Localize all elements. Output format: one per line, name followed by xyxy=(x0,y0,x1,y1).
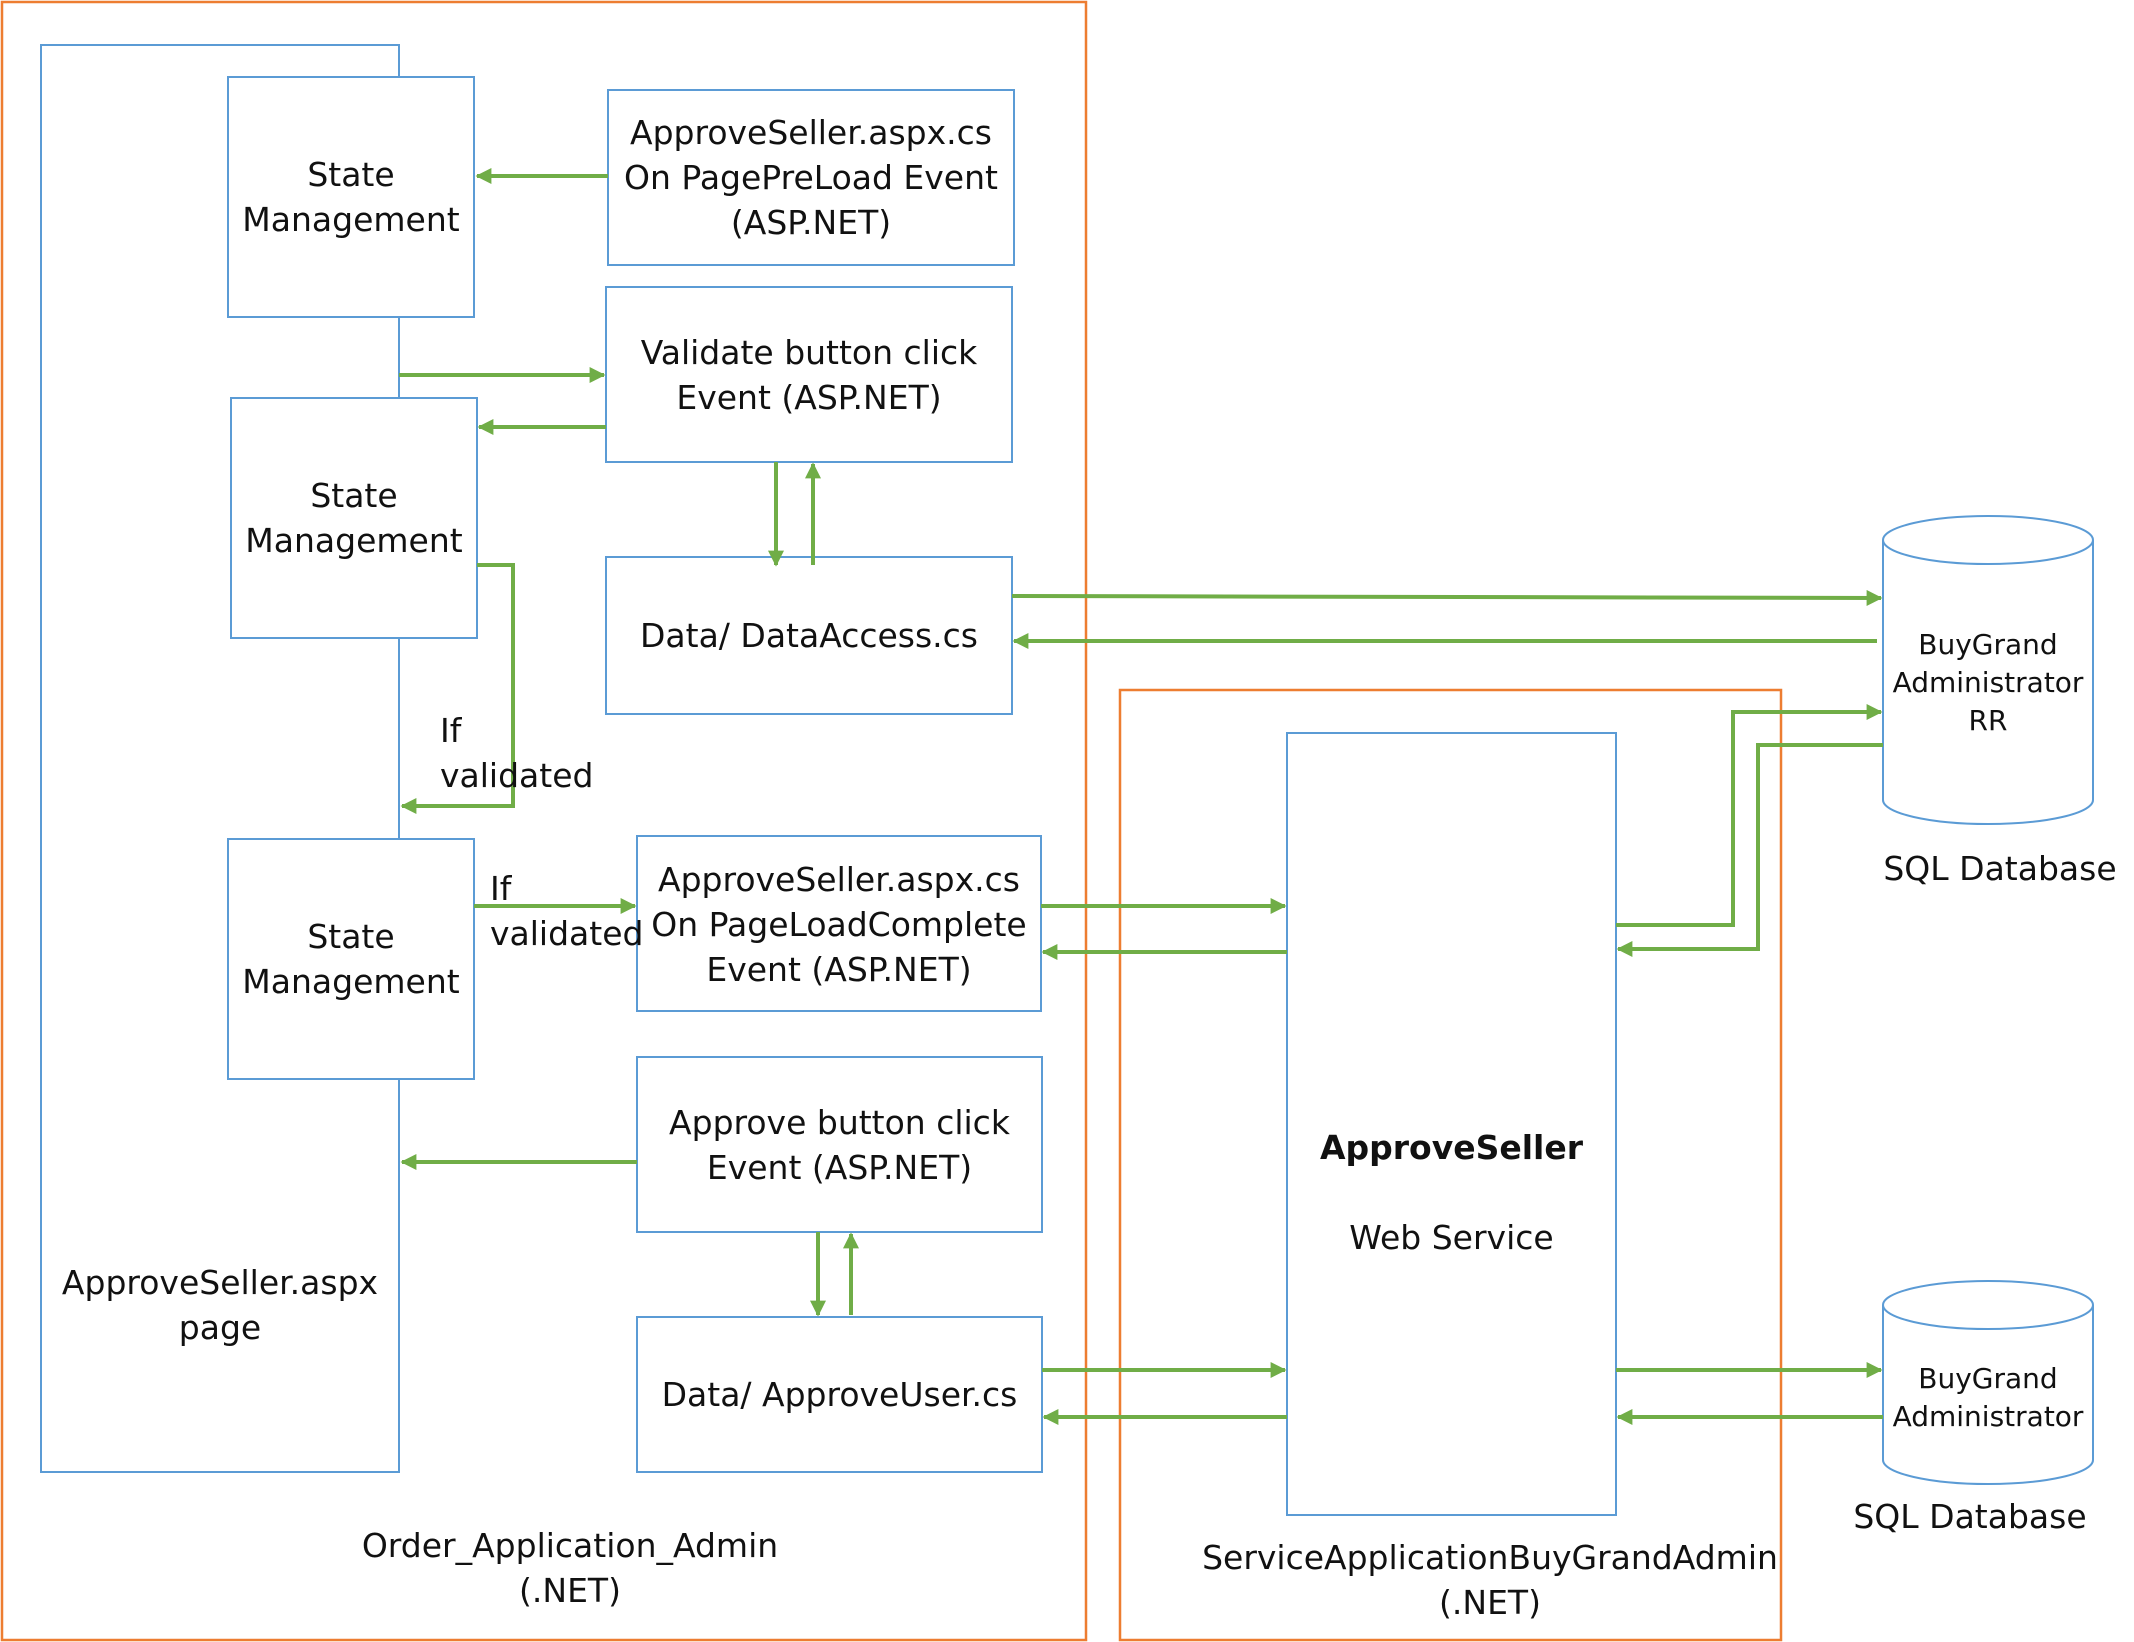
state-management-box-2 xyxy=(230,397,478,639)
state-management-label-1: State Management xyxy=(242,155,460,239)
web-service-subtitle: Web Service xyxy=(1349,1218,1554,1257)
service-app-label: ServiceApplicationBuyGrandAdmin (.NET) xyxy=(1202,1538,1778,1622)
service-app-container xyxy=(1118,688,1783,1642)
state-management-box-1 xyxy=(227,76,475,318)
approve-user-label: Data/ ApproveUser.cs xyxy=(661,1375,1018,1414)
preload-event-box xyxy=(607,89,1015,266)
load-complete-box xyxy=(636,835,1042,1012)
db-rr-caption: SQL Database xyxy=(1883,849,2117,888)
validate-click-label: Validate button click Event (ASP.NET) xyxy=(640,333,978,417)
validate-click-box xyxy=(605,286,1013,463)
order-app-container xyxy=(0,0,1088,1642)
state-management-box-3 xyxy=(227,838,475,1080)
arrow-dataaccess-to-db-rr xyxy=(1011,589,1883,606)
db-admin-caption: SQL Database xyxy=(1853,1497,2087,1536)
approve-user-box xyxy=(636,1316,1043,1473)
database-rr-cylinder xyxy=(1882,515,2094,825)
page-box-label: ApproveSeller.aspx page xyxy=(61,1263,379,1347)
arrow-if-validated-to-page xyxy=(400,563,515,814)
db-admin-name: BuyGrand Administrator xyxy=(1892,1362,2084,1433)
arrow-service-to-db-rr xyxy=(1616,704,1883,927)
state-management-label-3: State Management xyxy=(242,917,460,1001)
order-app-label: Order_Application_Admin (.NET) xyxy=(361,1526,779,1610)
approve-click-box xyxy=(636,1056,1043,1233)
if-validated-label-1: If validated xyxy=(440,711,594,795)
data-access-label: Data/ DataAccess.cs xyxy=(640,616,978,655)
web-service-title: ApproveSeller Web Service xyxy=(1287,1080,1616,1260)
web-service-box xyxy=(1286,732,1617,1516)
db-rr-name: BuyGrand Administrator RR xyxy=(1892,628,2084,737)
state-management-label-2: State Management xyxy=(245,476,463,560)
arrow-db-rr-to-service xyxy=(1616,743,1883,957)
web-service-name: ApproveSeller xyxy=(1319,1128,1584,1167)
load-complete-label: ApproveSeller.aspx.cs On PageLoadComplet… xyxy=(651,860,1027,989)
page-box xyxy=(40,44,400,1473)
if-validated-label-2: If validated xyxy=(490,869,644,953)
data-access-box xyxy=(605,556,1013,715)
preload-event-label: ApproveSeller.aspx.cs On PagePreLoad Eve… xyxy=(624,113,998,242)
approve-click-label: Approve button click Event (ASP.NET) xyxy=(669,1103,1010,1187)
database-admin-cylinder xyxy=(1882,1280,2094,1485)
